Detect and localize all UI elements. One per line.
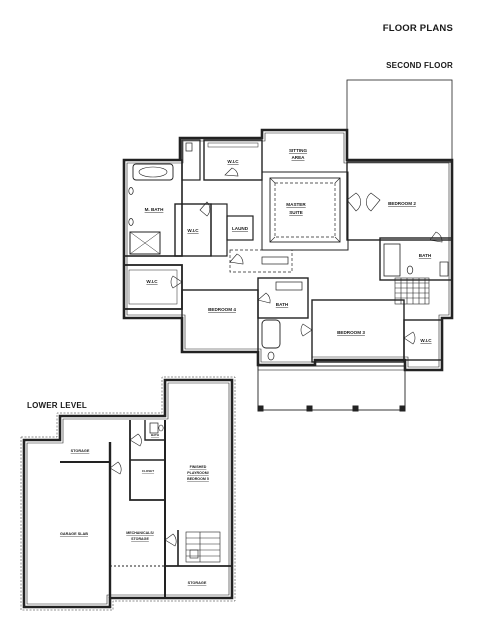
label-bath-right: BATH: [419, 253, 432, 258]
wic-top-walls: [203, 139, 263, 181]
master-suite-walls: [261, 171, 349, 251]
lower-level-heading: LOWER LEVEL: [27, 401, 87, 410]
lower-bath-tub: [149, 422, 159, 434]
label-master-2: SUITE: [289, 210, 303, 215]
tray-corners: [269, 177, 341, 243]
toilet-top: [185, 142, 193, 152]
label-mbath: M. BATH: [145, 207, 164, 212]
balcony: [257, 365, 406, 411]
column-3: [352, 405, 359, 412]
tray-ceiling-outer: [269, 177, 341, 243]
lower-level-plan: [20, 376, 236, 611]
bedroom-2-walls: [346, 161, 453, 241]
open-to-below: [346, 79, 453, 161]
label-lower-bath: BATH: [151, 433, 159, 437]
bath-right-tub: [383, 243, 401, 277]
hall-railing: [229, 249, 293, 273]
wc-top: [181, 139, 201, 181]
stairs-lower: [185, 531, 221, 563]
bath-center-toilet: [267, 351, 275, 361]
bath-right-walls: [379, 237, 453, 281]
label-master-1: MASTER: [286, 202, 306, 207]
tray-ceiling-inner: [274, 182, 336, 238]
wic-left-shelf: [128, 269, 178, 305]
label-bedroom-4: BEDROOM 4: [208, 307, 236, 312]
master-bath-walls: [123, 159, 183, 257]
label-wic-top: W.I.C: [227, 159, 239, 164]
stairs-second: [394, 277, 430, 305]
hall-bench: [261, 256, 289, 265]
label-storage-bottom: STORAGE: [188, 581, 207, 585]
label-bedroom-2: BEDROOM 2: [388, 201, 416, 206]
shelf-top: [207, 142, 259, 148]
label-bedroom-3: BEDROOM 3: [337, 330, 365, 335]
bath-right-sink: [439, 261, 449, 277]
label-storage-top: STORAGE: [71, 449, 90, 453]
label-closet: CLOSET: [142, 469, 154, 473]
label-wic-right: W.I.C: [420, 338, 432, 343]
linen-closet: [210, 203, 228, 257]
column-1: [257, 405, 264, 412]
door-swings-lower: [109, 433, 177, 547]
label-sitting-2: AREA: [291, 155, 305, 160]
second-floor-outer-wall-inner: [126, 132, 450, 368]
label-play-3: BEDROOM 5: [187, 477, 209, 481]
label-mech-1: MECHANICALS/: [126, 531, 154, 535]
label-play-2: PLAYROOM/: [187, 471, 208, 475]
label-garage: GARAGE SLAB: [60, 532, 88, 536]
lower-footing: [20, 376, 236, 611]
label-laund: LAUND: [232, 226, 249, 231]
sink-1: [128, 187, 134, 195]
sink-2: [128, 218, 134, 226]
page-title: FLOOR PLANS: [382, 23, 453, 34]
label-sitting-1: SITTING: [289, 148, 308, 153]
second-floor-plan: [122, 79, 454, 412]
shower-cross: [129, 231, 161, 255]
bedroom-4-walls: [181, 289, 259, 353]
label-mech-2: STORAGE: [131, 537, 149, 541]
bath-center-tub: [261, 319, 281, 349]
tub-basin: [138, 166, 168, 178]
bath-right-toilet: [406, 265, 414, 275]
closet-walls: [129, 420, 165, 501]
lower-outer-wall: [22, 378, 234, 609]
shower: [129, 231, 161, 255]
label-bath-center: BATH: [276, 302, 289, 307]
label-wic-left: W.I.C: [146, 279, 158, 284]
label-wic-mid: W.I.C: [187, 228, 199, 233]
bath-center-vanity: [275, 281, 303, 291]
column-4: [399, 405, 406, 412]
bath-center-walls: [257, 277, 309, 319]
second-floor-heading: SECOND FLOOR: [386, 61, 453, 70]
balcony-rail: [257, 365, 406, 371]
lower-outer-wall-inner: [26, 382, 230, 605]
laundry-walls: [226, 215, 254, 241]
wic-left-walls: [123, 264, 183, 310]
lower-bath-toilet: [158, 424, 164, 432]
column-2: [306, 405, 313, 412]
lower-bath-walls: [144, 420, 165, 441]
tub: [132, 163, 174, 181]
wic-right-walls: [403, 319, 443, 361]
label-play-1: FINISHED: [190, 465, 207, 469]
